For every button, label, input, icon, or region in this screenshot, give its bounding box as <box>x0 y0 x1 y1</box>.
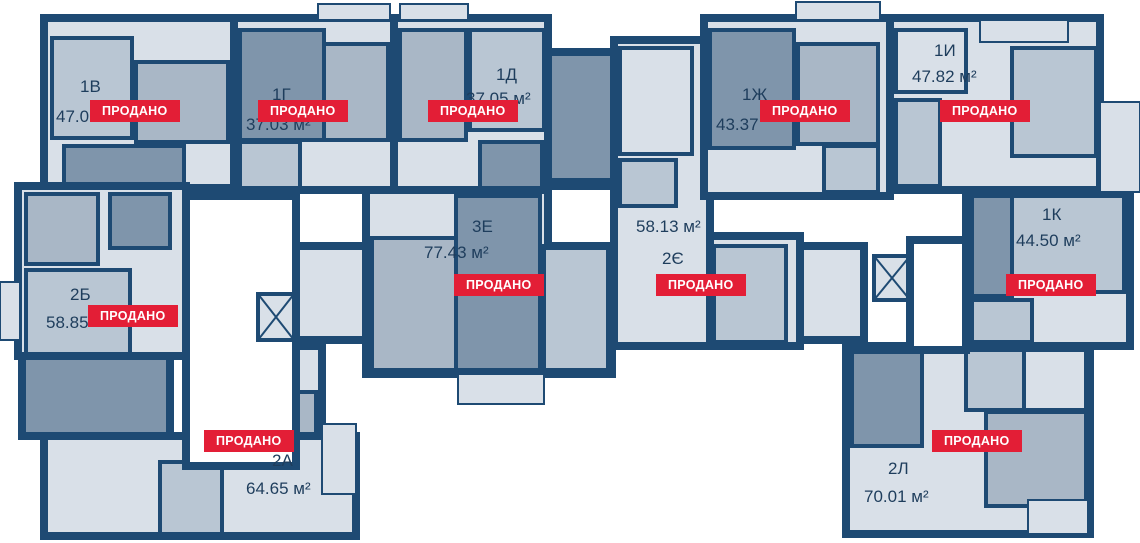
sold-badge-2a[interactable]: ПРОДАНО <box>204 430 294 452</box>
label-3e-area: 77.43 м² <box>424 243 489 262</box>
left-wing <box>0 3 398 540</box>
sold-badge-1i[interactable]: ПРОДАНО <box>940 100 1030 122</box>
label-1i-area: 47.82 м² <box>912 67 977 86</box>
sold-badge-1k[interactable]: ПРОДАНО <box>1006 274 1096 296</box>
label-1k-id: 1К <box>1042 205 1061 224</box>
sold-badge-2b[interactable]: ПРОДАНО <box>88 305 178 327</box>
label-2b-id: 2Б <box>70 285 91 304</box>
label-1v-id: 1В <box>80 77 101 96</box>
label-2l-id: 2Л <box>888 459 909 478</box>
label-2a-area: 64.65 м² <box>246 479 311 498</box>
label-2ye-id: 2Є <box>662 249 684 268</box>
label-2a-id: 2А <box>272 451 293 470</box>
sold-badge-1d[interactable]: ПРОДАНО <box>428 100 518 122</box>
sold-badge-3e[interactable]: ПРОДАНО <box>454 274 544 296</box>
sold-badge-2l[interactable]: ПРОДАНО <box>932 430 1022 452</box>
label-2b-area: 58.85 <box>46 313 89 332</box>
label-1g-id: 1Г <box>272 85 291 104</box>
sold-badge-2ye[interactable]: ПРОДАНО <box>656 274 746 296</box>
sold-badge-1g[interactable]: ПРОДАНО <box>258 100 348 122</box>
label-1d-id: 1Д <box>496 65 517 84</box>
label-3e-id: 3Е <box>472 217 493 236</box>
label-2l-area: 70.01 м² <box>864 487 929 506</box>
sold-badge-1zh[interactable]: ПРОДАНО <box>760 100 850 122</box>
label-1i-id: 1И <box>934 41 956 60</box>
label-1zh-area: 43.37 <box>716 115 759 134</box>
center-wing <box>362 1 912 405</box>
sold-badge-1v[interactable]: ПРОДАНО <box>90 100 180 122</box>
label-1zh-id: 1Ж <box>742 85 767 104</box>
label-1v-area: 47.0 <box>56 107 89 126</box>
label-1k-area: 44.50 м² <box>1016 231 1081 250</box>
label-2ye-area: 58.13 м² <box>636 217 701 236</box>
right-wing <box>842 14 1140 538</box>
